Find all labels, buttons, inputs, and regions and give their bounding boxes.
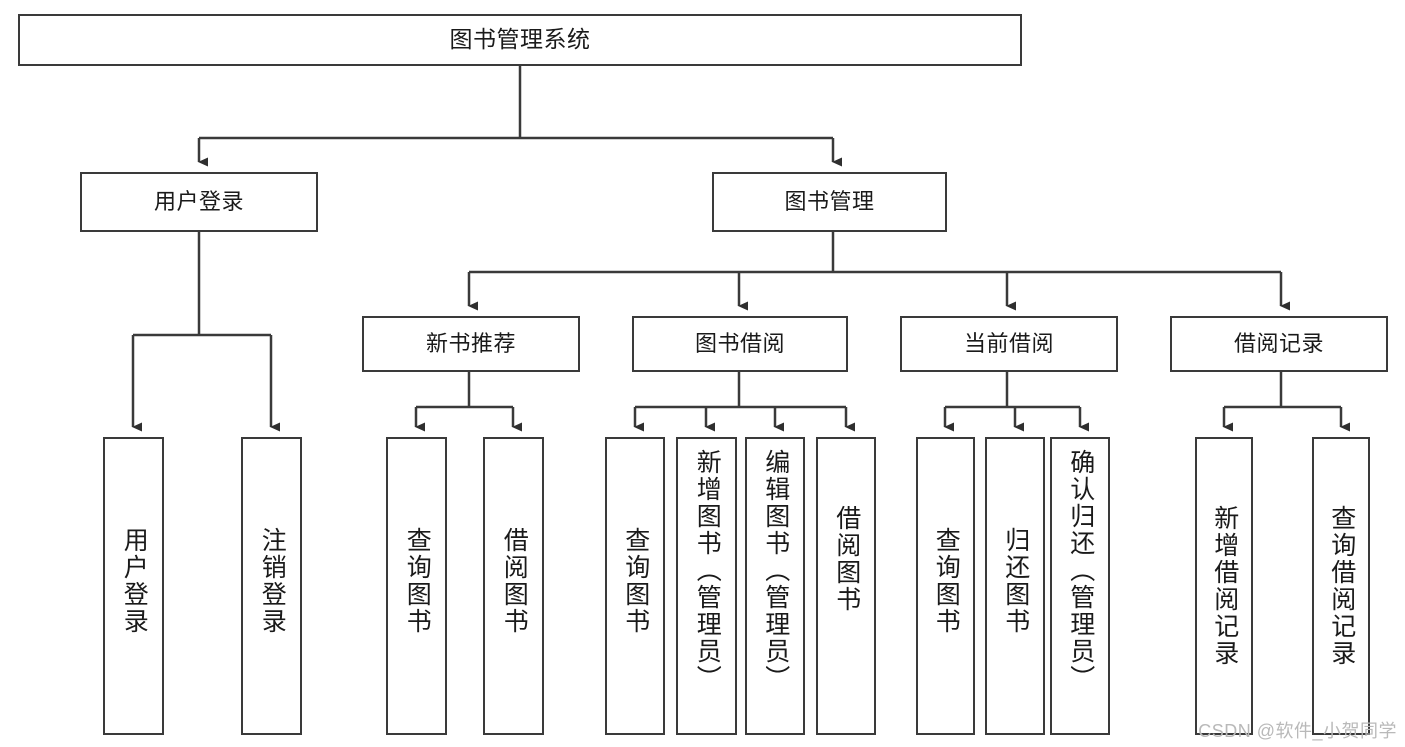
node-label: 归还图书: [1001, 527, 1030, 635]
node-label: 当前借阅: [963, 330, 1054, 356]
node-new-book-recommend[interactable]: 新书推荐: [362, 316, 580, 372]
leaf-query-book-borrow[interactable]: 查询图书: [605, 437, 665, 735]
node-book-borrow[interactable]: 图书借阅: [632, 316, 848, 372]
node-label: 新书推荐: [425, 330, 516, 356]
leaf-query-borrow-record[interactable]: 查询借阅记录: [1312, 437, 1370, 735]
leaf-query-book-recommend[interactable]: 查询图书: [386, 437, 447, 735]
leaf-edit-book-admin[interactable]: 编辑图书（管理员）: [745, 437, 805, 735]
leaf-borrow-book-recommend[interactable]: 借阅图书: [483, 437, 544, 735]
node-label: 查询图书: [932, 527, 961, 635]
node-label: 确认归还（管理员）: [1066, 449, 1095, 692]
node-label: 图书管理: [784, 188, 875, 214]
node-label: 注销登录: [258, 527, 287, 635]
node-label: 图书管理系统: [449, 26, 591, 53]
node-label: 查询借阅记录: [1327, 505, 1356, 667]
node-label: 查询图书: [621, 527, 650, 635]
watermark: CSDN @软件_小贺同学: [1198, 721, 1397, 741]
leaf-add-book-admin[interactable]: 新增图书（管理员）: [676, 437, 737, 735]
leaf-confirm-return-admin[interactable]: 确认归还（管理员）: [1050, 437, 1110, 735]
node-label: 借阅图书: [500, 527, 529, 635]
node-label: 借阅图书: [832, 505, 861, 613]
leaf-add-borrow-record[interactable]: 新增借阅记录: [1195, 437, 1253, 735]
node-label: 借阅记录: [1233, 330, 1324, 356]
node-label: 编辑图书（管理员）: [761, 449, 790, 692]
node-label: 图书借阅: [694, 330, 785, 356]
node-label: 用户登录: [120, 527, 149, 635]
leaf-logout[interactable]: 注销登录: [241, 437, 302, 735]
leaf-query-book-current[interactable]: 查询图书: [916, 437, 975, 735]
leaf-borrow-book[interactable]: 借阅图书: [816, 437, 876, 735]
node-label: 新增图书（管理员）: [693, 449, 722, 692]
node-book-management[interactable]: 图书管理: [712, 172, 947, 232]
node-borrow-record[interactable]: 借阅记录: [1170, 316, 1388, 372]
leaf-return-book[interactable]: 归还图书: [985, 437, 1045, 735]
node-current-borrow[interactable]: 当前借阅: [900, 316, 1118, 372]
node-root-system[interactable]: 图书管理系统: [18, 14, 1022, 66]
node-label: 用户登录: [153, 188, 244, 214]
leaf-user-login[interactable]: 用户登录: [103, 437, 164, 735]
node-label: 新增借阅记录: [1210, 505, 1239, 667]
node-label: 查询图书: [403, 527, 432, 635]
node-user-login[interactable]: 用户登录: [80, 172, 318, 232]
